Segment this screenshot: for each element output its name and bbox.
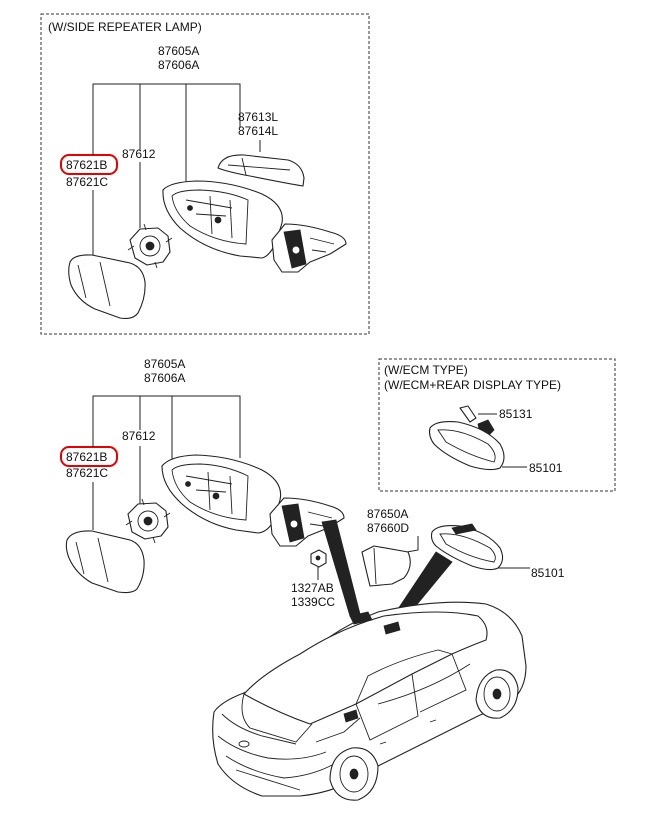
side-repeater-group-title: (W/SIDE REPEATER LAMP): [48, 20, 202, 34]
part-label-85101-ecm[interactable]: 85101: [529, 461, 563, 475]
nut-1327AB[interactable]: [310, 549, 327, 568]
part-label-85131[interactable]: 85131: [499, 407, 533, 421]
inside-mirror-ecm[interactable]: [428, 421, 505, 471]
part-label-87613L[interactable]: 87613L: [238, 110, 278, 124]
part-label-87621B-mid[interactable]: 87621B: [66, 450, 107, 464]
part-label-87606A-top[interactable]: 87606A: [158, 58, 199, 72]
mirror-housing-top[interactable]: [162, 180, 283, 259]
part-label-1327AB[interactable]: 1327AB: [291, 581, 334, 595]
mirror-glass-top[interactable]: [68, 254, 146, 319]
ecm-bracket[interactable]: [459, 405, 495, 437]
inside-mirror-cover[interactable]: [361, 545, 411, 587]
ecm-group-box: [378, 358, 616, 492]
leader-lines-top: [92, 83, 261, 258]
highlight-87621B-mid: [60, 446, 118, 467]
highlight-87621B-top: [60, 154, 118, 175]
part-label-87621C-top[interactable]: 87621C: [66, 175, 108, 189]
part-label-87660D[interactable]: 87660D: [367, 521, 409, 535]
car-illustration: [212, 601, 527, 801]
leader-lines-mid: [92, 395, 530, 580]
mirror-glass-mid[interactable]: [65, 530, 145, 594]
part-label-87605A-top[interactable]: 87605A: [158, 44, 199, 58]
actuator-mid[interactable]: [125, 498, 171, 544]
part-label-87614L[interactable]: 87614L: [238, 124, 278, 138]
inside-mirror-standard[interactable]: [430, 523, 504, 571]
mirror-base-mid[interactable]: [269, 497, 345, 547]
side-repeater-group-box: [40, 13, 370, 335]
ecm-group-title-2: (W/ECM+REAR DISPLAY TYPE): [384, 378, 561, 392]
actuator-top[interactable]: [127, 223, 173, 269]
part-label-87621B-top[interactable]: 87621B: [66, 158, 107, 172]
part-label-87612-top[interactable]: 87612: [122, 147, 156, 161]
part-label-87650A[interactable]: 87650A: [367, 507, 408, 521]
part-label-87606A-mid[interactable]: 87606A: [144, 371, 185, 385]
ecm-group-title-1: (W/ECM TYPE): [384, 363, 468, 377]
mirror-housing-mid[interactable]: [161, 454, 282, 534]
part-label-87621C-mid[interactable]: 87621C: [66, 466, 108, 480]
part-label-87605A-mid[interactable]: 87605A: [144, 357, 185, 371]
repeater-lamp-top[interactable]: [217, 154, 305, 187]
part-label-85101-std[interactable]: 85101: [531, 566, 565, 580]
part-label-87612-mid[interactable]: 87612: [122, 429, 156, 443]
part-label-1339CC[interactable]: 1339CC: [291, 595, 335, 609]
mirror-base-top[interactable]: [271, 223, 347, 273]
